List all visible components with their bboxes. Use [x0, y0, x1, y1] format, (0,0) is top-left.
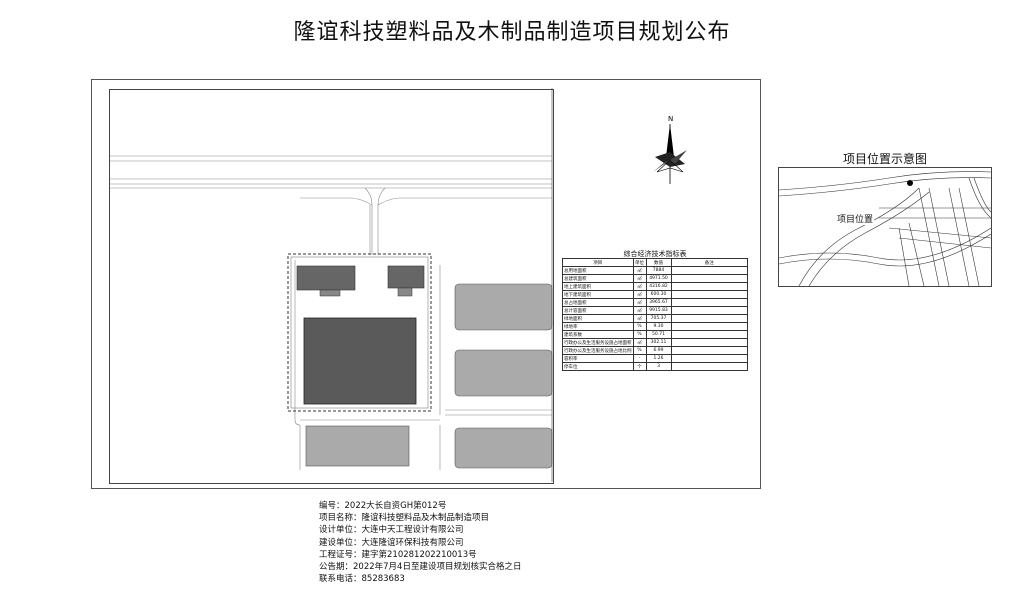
- table-cell-unit: ㎡: [632, 266, 647, 275]
- project-info-block: 编号：2022大长自资GH第012号项目名称：隆谊科技塑料品及木制品制造项目设计…: [319, 500, 521, 585]
- table-cell-unit: -: [632, 354, 647, 363]
- location-map-label: 项目位置: [836, 212, 875, 225]
- table-cell-value: 7884: [645, 266, 672, 275]
- table-cell-note: [670, 346, 748, 355]
- project-info-line: 项目名称：隆谊科技塑料品及木制品制造项目: [319, 513, 490, 524]
- project-info-line: 工程证号：建字第210281202210013号: [319, 549, 477, 560]
- table-cell-name: 地下建筑面积: [562, 290, 634, 299]
- table-row: 容积率-1.26: [562, 354, 748, 363]
- table-cell-note: [670, 314, 748, 323]
- table-cell-value: 600.30: [645, 290, 672, 299]
- table-header-cell: 备注: [670, 258, 748, 267]
- table-cell-value: 6.99: [645, 346, 672, 355]
- site-plan-frame: [109, 89, 554, 484]
- table-cell-unit: ㎡: [632, 306, 647, 315]
- table-row: 绿地率%9.30: [562, 322, 748, 331]
- table-cell-unit: %: [632, 346, 647, 355]
- north-arrow-icon: N: [653, 115, 687, 184]
- project-info-line: 编号：2022大长自资GH第012号: [319, 501, 447, 511]
- tech-table-title: 综合经济技术指标表: [623, 250, 687, 258]
- table-cell-value: 3965.67: [645, 298, 672, 307]
- table-cell-unit: %: [632, 330, 647, 339]
- location-map: 项目位置: [778, 167, 992, 287]
- table-cell-value: 705.37: [645, 314, 672, 323]
- table-cell-note: [670, 266, 748, 275]
- table-cell-value: 1.26: [645, 354, 672, 363]
- table-cell-unit: ㎡: [632, 282, 647, 291]
- table-cell-unit: ㎡: [632, 274, 647, 283]
- table-cell-value: 9.30: [645, 322, 672, 331]
- project-info-line: 建设单位：大连隆谊环保科技有限公司: [319, 537, 464, 548]
- table-cell-note: [670, 362, 748, 371]
- table-cell-note: [670, 306, 748, 315]
- table-header-cell: 数值: [645, 258, 672, 267]
- table-cell-name: 总计容面积: [562, 306, 634, 315]
- table-cell-name: 总建筑面积: [562, 274, 634, 283]
- table-cell-name: 行政办公及生活服务设施占地比例: [562, 346, 634, 355]
- table-cell-name: 建筑系数: [562, 330, 634, 339]
- table-cell-name: 绿地率: [562, 322, 634, 331]
- table-cell-note: [670, 282, 748, 291]
- table-cell-note: [670, 322, 748, 331]
- table-cell-unit: 个: [632, 362, 647, 371]
- table-row: 行政办公及生活服务设施占地比例%6.99: [562, 346, 748, 355]
- table-cell-note: [670, 330, 748, 339]
- page-title: 隆谊科技塑料品及木制品制造项目规划公布: [293, 20, 731, 45]
- table-cell-note: [670, 338, 748, 347]
- table-cell-value: 4316.82: [645, 282, 672, 291]
- table-cell-value: 3: [645, 362, 672, 371]
- table-cell-name: 地上建筑面积: [562, 282, 634, 291]
- table-cell-value: 9915.83: [645, 306, 672, 315]
- table-cell-unit: ㎡: [632, 298, 647, 307]
- north-label: N: [668, 115, 673, 123]
- table-header-cell: 单位: [632, 258, 647, 267]
- table-cell-name: 总用地面积: [562, 266, 634, 275]
- project-info-line: 联系电话：85283683: [319, 574, 405, 585]
- table-cell-unit: ㎡: [632, 314, 647, 323]
- table-cell-value: 50.71: [645, 330, 672, 339]
- table-cell-note: [670, 354, 748, 363]
- table-cell-unit: ㎡: [632, 290, 647, 299]
- table-cell-note: [670, 274, 748, 283]
- location-map-drawing: [779, 171, 991, 286]
- project-info-line: 公告期：2022年7月4日至建设项目规划核实合格之日: [319, 562, 522, 573]
- table-header-row: 项目 单位 数值 备注: [562, 258, 748, 267]
- table-cell-name: 绿地面积: [562, 314, 634, 323]
- table-cell-name: 行政办公及生活服务设施占地面积: [562, 338, 634, 347]
- table-cell-name: 总占地面积: [562, 298, 634, 307]
- location-map-title: 项目位置示意图: [842, 152, 927, 166]
- table-row: 建筑系数%50.71: [562, 330, 748, 339]
- table-cell-note: [670, 290, 748, 299]
- table-cell-note: [670, 298, 748, 307]
- site-plan-sheet: [91, 79, 761, 489]
- table-cell-unit: %: [632, 322, 647, 331]
- table-header-cell: 项目: [562, 258, 634, 267]
- table-cell-name: 容积率: [562, 354, 634, 363]
- table-cell-name: 停车位: [562, 362, 634, 371]
- table-cell-unit: ㎡: [632, 338, 647, 347]
- project-info-line: 设计单位：大连中天工程设计有限公司: [319, 525, 464, 536]
- table-cell-value: 302.11: [645, 338, 672, 347]
- table-cell-value: 4971.50: [645, 274, 672, 283]
